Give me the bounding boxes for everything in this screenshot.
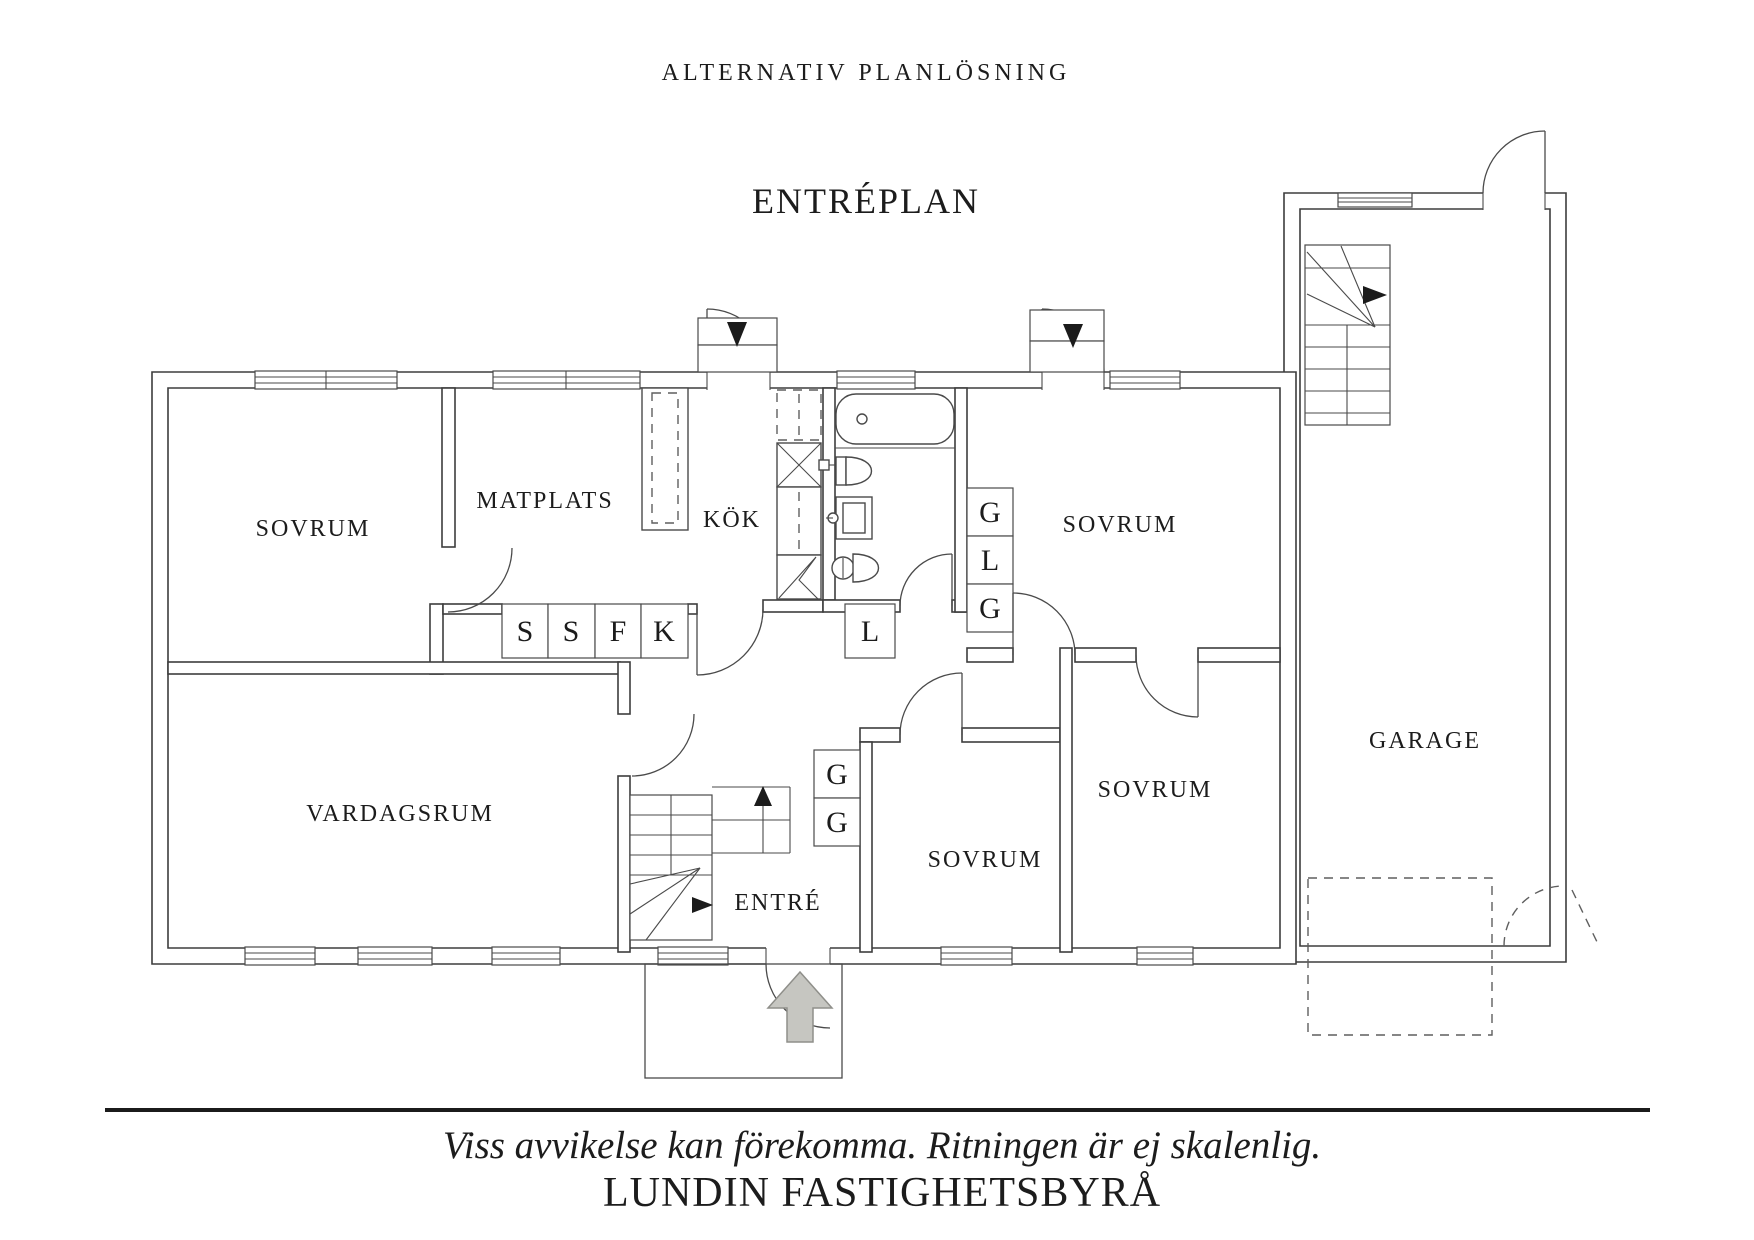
window (657, 946, 729, 966)
closet-label: K (653, 615, 675, 648)
closet-label: L (861, 615, 879, 648)
room-label-garage: GARAGE (1369, 728, 1481, 754)
entry-direction-arrow-icon (727, 322, 747, 347)
door-arc (1135, 654, 1199, 718)
room-label-bedroom: SOVRUM (1063, 512, 1178, 538)
page-title: ALTERNATIV PLANLÖSNING (662, 60, 1071, 86)
entrance-arrow-icon (766, 970, 834, 1043)
window (492, 370, 641, 390)
window (1136, 946, 1194, 966)
closet-label: S (517, 615, 534, 648)
disclaimer-text: Viss avvikelse kan förekomma. Ritningen … (443, 1124, 1321, 1167)
stair-direction-arrow-icon (1363, 286, 1387, 304)
window (836, 370, 916, 390)
stair-direction-arrow-icon (692, 897, 713, 913)
rear-entrance-porches (697, 309, 1105, 373)
stair-up-arrow-icon (754, 786, 772, 806)
plan-titles: ALTERNATIV PLANLÖSNING ENTRÉPLAN (662, 60, 1071, 221)
windows (244, 192, 1413, 966)
door-arc (447, 547, 513, 613)
toilet-icon (831, 553, 880, 583)
toilet-icon (835, 456, 873, 486)
front-porch (644, 963, 843, 1079)
door-arc (1012, 592, 1076, 656)
footer: Viss avvikelse kan förekomma. Ritningen … (105, 1108, 1650, 1216)
closet-label: L (981, 544, 999, 577)
driveway-marking (1307, 877, 1493, 1036)
agency-name: LUNDIN FASTIGHETSBYRÅ (603, 1170, 1161, 1216)
room-labels: SOVRUM MATPLATS KÖK SOVRUM VARDAGSRUM SO… (256, 488, 1481, 916)
room-label-dining: MATPLATS (476, 488, 613, 514)
sink-icon (826, 496, 873, 540)
door-arc (1482, 130, 1546, 194)
entry-direction-arrow-icon (1063, 324, 1083, 348)
entry-staircase (629, 786, 791, 941)
window (357, 946, 433, 966)
room-label-bedroom: SOVRUM (1098, 777, 1213, 803)
closet-label: G (979, 496, 1001, 529)
closets: S S F K L G L G G G (501, 487, 1014, 847)
room-label-living: VARDAGSRUM (306, 801, 494, 827)
room-label-entry: ENTRÉ (734, 890, 821, 916)
door-arc (899, 672, 963, 736)
kitchen-fixtures (641, 387, 835, 600)
window (940, 946, 1013, 966)
kitchen-sink-icon (776, 442, 835, 488)
room-label-kitchen: KÖK (703, 507, 761, 533)
closet-label: S (563, 615, 580, 648)
closet-label: G (826, 758, 848, 791)
door-arc (631, 713, 695, 777)
window (244, 946, 316, 966)
door-arc (765, 963, 831, 1029)
room-label-bedroom: SOVRUM (256, 516, 371, 542)
door-arc (899, 553, 953, 607)
window (491, 946, 561, 966)
room-label-bedroom: SOVRUM (928, 847, 1043, 873)
divider-line (105, 1108, 1650, 1112)
refrigerator-icon (776, 554, 822, 600)
door-arc (696, 608, 764, 676)
window (254, 370, 398, 390)
closet-label: F (610, 615, 627, 648)
interior-walls (167, 387, 1281, 953)
window (1109, 370, 1181, 390)
closet-label: G (826, 806, 848, 839)
wall-openings (706, 192, 1546, 965)
floor-name: ENTRÉPLAN (752, 181, 980, 221)
garage-staircase (1304, 244, 1391, 426)
bathroom-fixtures (826, 393, 955, 583)
door-arc-dashed (1503, 885, 1565, 947)
window (1337, 192, 1413, 208)
closet-label: G (979, 592, 1001, 625)
bathtub-icon (835, 393, 955, 449)
